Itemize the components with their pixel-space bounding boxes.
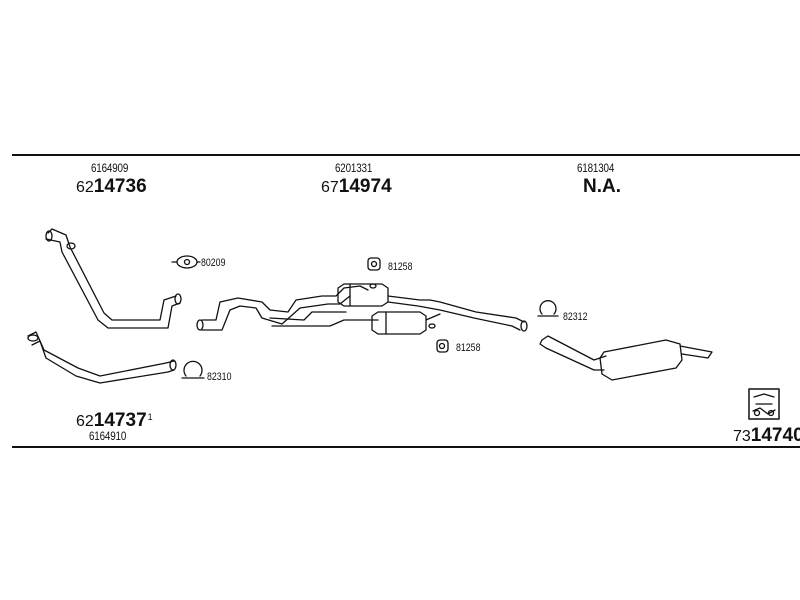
rear-silencer-assembly xyxy=(539,335,713,381)
instruction-symbol-icon xyxy=(748,388,780,420)
part-number-center-silencer: 6714974 xyxy=(321,177,392,196)
clamp-82310-icon xyxy=(181,360,205,379)
part-prefix: 67 xyxy=(321,179,339,196)
part-ref-6164909: 6164909 xyxy=(91,161,129,175)
not-available-label: N.A. xyxy=(583,176,621,197)
clamp-label-82312: 82312 xyxy=(563,311,588,323)
clamp-80209-icon xyxy=(171,255,201,269)
clamp-81258-lower-icon xyxy=(436,339,449,353)
part-prefix: 62 xyxy=(76,179,94,196)
part-number-rear-silencer: 7314740 xyxy=(733,426,800,445)
part-number: 14974 xyxy=(338,176,392,197)
part-ref-6201331: 6201331 xyxy=(335,161,373,175)
front-pipe-lower xyxy=(27,331,177,384)
part-ref-6164910: 6164910 xyxy=(89,429,127,443)
clamp-label-81258-upper: 81258 xyxy=(388,261,413,273)
part-ref-6181304: 6181304 xyxy=(577,161,615,175)
center-silencer-assembly xyxy=(196,283,528,335)
clamp-81258-upper-icon xyxy=(367,257,381,271)
clamp-label-81258-lower: 81258 xyxy=(456,342,481,354)
part-suffix: 1 xyxy=(147,411,153,422)
part-number: 14740 xyxy=(750,425,800,446)
part-prefix: 73 xyxy=(733,428,751,445)
part-number: 14737 xyxy=(93,410,147,431)
front-pipe-upper xyxy=(45,228,182,329)
clamp-label-82310: 82310 xyxy=(207,371,232,383)
clamp-label-80209: 80209 xyxy=(201,257,226,269)
part-prefix: 62 xyxy=(76,413,94,430)
part-number: 14736 xyxy=(93,176,147,197)
clamp-82312-icon xyxy=(537,300,559,317)
top-rule xyxy=(12,154,800,156)
part-number-second-front-pipe: 62147371 xyxy=(76,411,153,430)
part-number-front-pipe: 6214736 xyxy=(76,177,147,196)
bottom-rule xyxy=(12,446,800,448)
